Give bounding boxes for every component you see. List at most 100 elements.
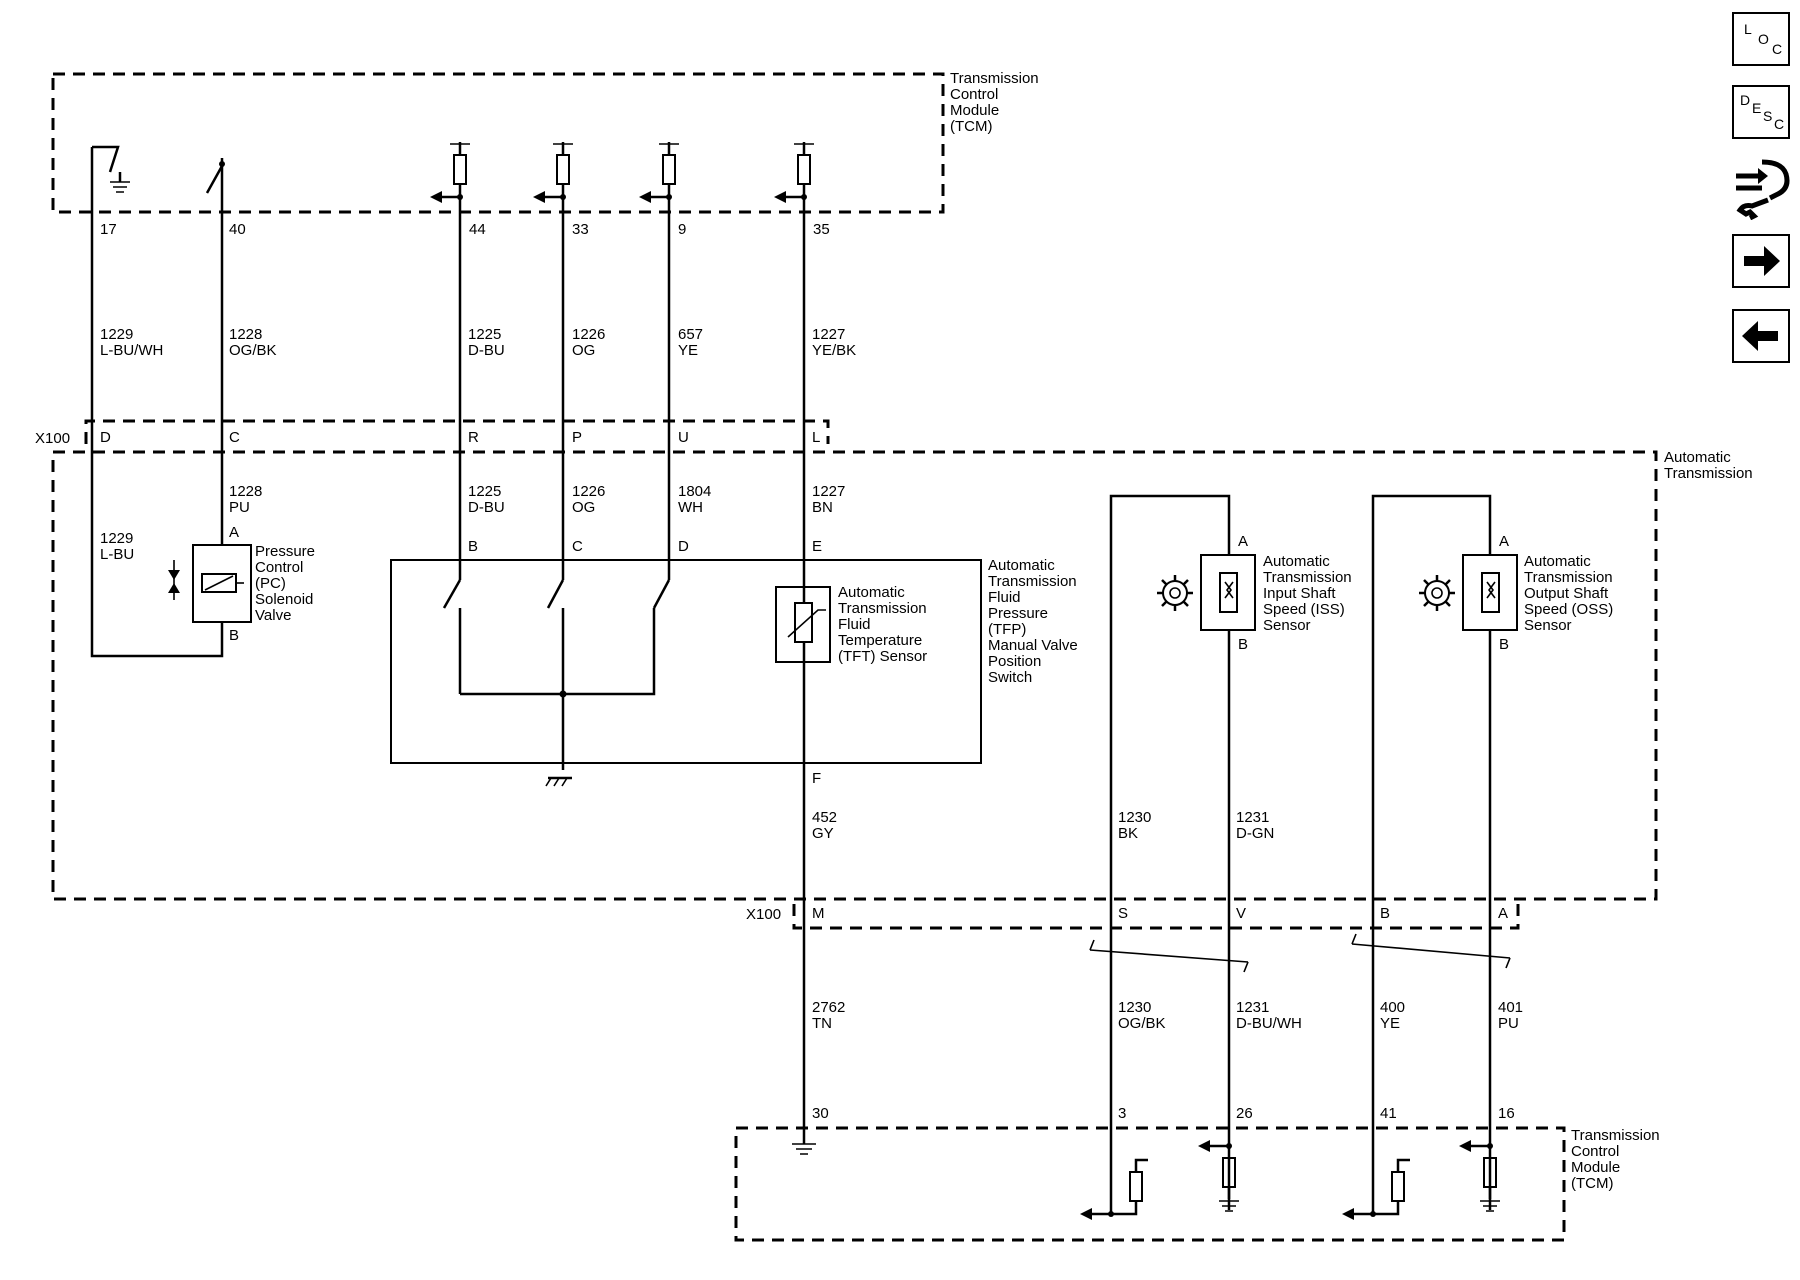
twisted-pair-iss	[1089, 939, 1249, 973]
svg-text:D-BU: D-BU	[468, 342, 505, 359]
svg-text:M: M	[812, 905, 825, 922]
svg-text:L-BU: L-BU	[100, 546, 134, 563]
svg-text:1227: 1227	[812, 483, 845, 500]
svg-text:Transmission: Transmission	[1664, 465, 1753, 482]
svg-text:1229: 1229	[100, 326, 133, 343]
svg-text:OG/BK: OG/BK	[1118, 1015, 1166, 1032]
svg-text:B: B	[1380, 905, 1390, 922]
pc-solenoid-label: Pressure Control (PC) Solenoid Valve	[255, 543, 315, 624]
svg-text:Module: Module	[950, 102, 999, 119]
svg-text:657: 657	[678, 326, 703, 343]
svg-text:S: S	[1118, 905, 1128, 922]
svg-text:Control: Control	[950, 86, 998, 103]
svg-text:1226: 1226	[572, 483, 605, 500]
svg-text:Automatic: Automatic	[988, 557, 1055, 574]
svg-text:1226: 1226	[572, 326, 605, 343]
svg-text:33: 33	[572, 221, 589, 238]
forward-button[interactable]	[1732, 234, 1790, 288]
svg-text:Control: Control	[255, 559, 303, 576]
tcm-pin33-input	[533, 142, 573, 203]
svg-text:Fluid: Fluid	[988, 589, 1021, 606]
svg-text:26: 26	[1236, 1105, 1253, 1122]
svg-text:Transmission: Transmission	[1263, 569, 1352, 586]
x100-bottom-label: X100	[746, 906, 781, 923]
svg-text:Automatic: Automatic	[1263, 553, 1330, 570]
x100-top-label: X100	[35, 430, 70, 447]
svg-text:D: D	[100, 429, 111, 446]
svg-text:YE/BK: YE/BK	[812, 342, 856, 359]
svg-text:D-BU/WH: D-BU/WH	[1236, 1015, 1302, 1032]
svg-text:L: L	[812, 429, 820, 446]
connector-tools-button[interactable]	[1732, 154, 1792, 221]
svg-text:GY: GY	[812, 825, 834, 842]
svg-text:E: E	[812, 538, 822, 555]
svg-text:A: A	[229, 524, 239, 541]
svg-text:WH: WH	[678, 499, 703, 516]
arrow-left-icon	[1742, 321, 1778, 351]
svg-text:Transmission: Transmission	[988, 573, 1077, 590]
svg-text:Transmission: Transmission	[1571, 1127, 1660, 1144]
tcm-pin9-input	[639, 142, 679, 203]
gear-icon	[1419, 575, 1455, 611]
tcm-pin17-ground-switch	[92, 145, 130, 193]
tcm-pin44-input	[430, 142, 470, 203]
trans-wire-labels: 1229 L-BU 1228 PU 1225 D-BU 1226 OG 1804…	[100, 483, 845, 563]
svg-text:Switch: Switch	[988, 669, 1032, 686]
svg-text:Speed (OSS): Speed (OSS)	[1524, 601, 1613, 618]
svg-text:452: 452	[812, 809, 837, 826]
svg-text:Pressure: Pressure	[255, 543, 315, 560]
pc-solenoid-valve: A B	[168, 524, 252, 644]
svg-text:Automatic: Automatic	[838, 584, 905, 601]
desc-letter-d: D	[1740, 92, 1750, 108]
connector-wrench-icon	[1736, 159, 1790, 221]
tcm-bottom-pins: 30 3 26 41 16	[812, 1105, 1515, 1122]
desc-letter-e: E	[1752, 100, 1761, 116]
svg-text:(PC): (PC)	[255, 575, 286, 592]
svg-text:1230: 1230	[1118, 999, 1151, 1016]
svg-text:1229: 1229	[100, 530, 133, 547]
svg-text:Sensor: Sensor	[1524, 617, 1572, 634]
twisted-pair-oss	[1351, 933, 1511, 969]
svg-text:Fluid: Fluid	[838, 616, 871, 633]
svg-text:F: F	[812, 770, 821, 787]
svg-text:Input Shaft: Input Shaft	[1263, 585, 1336, 602]
svg-text:D: D	[678, 538, 689, 555]
svg-text:1227: 1227	[812, 326, 845, 343]
svg-text:B: B	[1499, 636, 1509, 653]
tcm-pin41-circuit	[1342, 1158, 1410, 1220]
oss-sensor-label: Automatic Transmission Output Shaft Spee…	[1524, 553, 1613, 634]
wire-1229	[90, 147, 224, 658]
svg-text:Sensor: Sensor	[1263, 617, 1311, 634]
svg-text:D-BU: D-BU	[468, 499, 505, 516]
bottom-wire-labels: 2762 TN 1230 OG/BK 1231 D-BU/WH 400 YE 4…	[812, 999, 1523, 1032]
svg-text:PU: PU	[1498, 1015, 1519, 1032]
svg-text:Automatic: Automatic	[1524, 553, 1591, 570]
lower-trans-wire-labels: 452 GY 1230 BK 1231 D-GN	[812, 809, 1274, 842]
back-button[interactable]	[1732, 309, 1790, 363]
svg-text:YE: YE	[1380, 1015, 1400, 1032]
svg-text:Speed (ISS): Speed (ISS)	[1263, 601, 1345, 618]
svg-text:A: A	[1498, 905, 1508, 922]
svg-text:Temperature: Temperature	[838, 632, 922, 649]
svg-text:B: B	[1238, 636, 1248, 653]
svg-text:C: C	[229, 429, 240, 446]
arrow-right-icon	[1744, 246, 1780, 276]
svg-text:PU: PU	[229, 499, 250, 516]
svg-text:Solenoid: Solenoid	[255, 591, 313, 608]
svg-text:1228: 1228	[229, 326, 262, 343]
svg-text:Automatic: Automatic	[1664, 449, 1731, 466]
tft-sensor-label: Automatic Transmission Fluid Temperature…	[838, 584, 927, 665]
x100-top-pins: D C R P U L	[100, 429, 820, 446]
loc-letter-o: O	[1758, 31, 1769, 47]
svg-text:U: U	[678, 429, 689, 446]
x100-bottom-pins: M S V B A	[812, 905, 1508, 922]
svg-text:D-GN: D-GN	[1236, 825, 1274, 842]
tcm-pin16-circuit	[1459, 1140, 1500, 1212]
svg-text:1228: 1228	[229, 483, 262, 500]
svg-text:Output Shaft: Output Shaft	[1524, 585, 1609, 602]
x100-bottom-connector	[792, 904, 1520, 930]
description-button[interactable]: D E S C	[1732, 85, 1790, 139]
svg-text:Pressure: Pressure	[988, 605, 1048, 622]
location-button[interactable]: L O C	[1732, 12, 1790, 66]
